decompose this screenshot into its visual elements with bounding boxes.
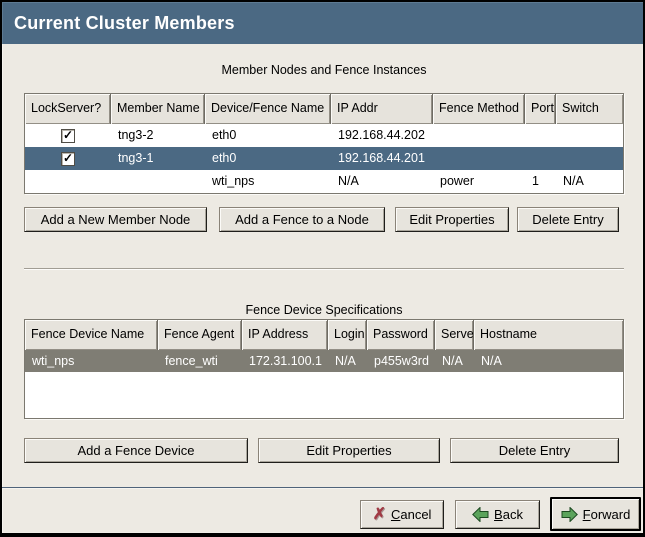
fence-method-cell	[433, 147, 525, 170]
forward-button[interactable]: Forward	[550, 497, 641, 531]
fence-agent-cell: fence_wti	[165, 354, 218, 368]
port-cell: 1	[532, 174, 539, 188]
add-fence-to-node-button[interactable]: Add a Fence to a Node	[219, 207, 385, 232]
port-cell	[525, 124, 556, 147]
ip-addr-cell: N/A	[338, 174, 359, 188]
members-button-row: Add a New Member Node Add a Fence to a N…	[24, 207, 619, 232]
fence-device-name-cell: wti_nps	[32, 354, 75, 368]
login-cell: N/A	[335, 354, 356, 368]
members-table-caption: Member Nodes and Fence Instances	[221, 63, 427, 77]
page-title: Current Cluster Members	[14, 12, 235, 33]
hostname-cell: N/A	[481, 354, 502, 368]
add-member-node-button[interactable]: Add a New Member Node	[24, 207, 207, 232]
check-icon: ✓	[62, 151, 74, 165]
fence-devices-table: Fence Device Name Fence Agent IP Address…	[24, 319, 624, 419]
column-header-server[interactable]: Server	[435, 320, 474, 350]
column-header-port[interactable]: Port	[525, 94, 556, 124]
forward-button-label: Forward	[582, 506, 631, 522]
back-button-label: Back	[494, 507, 523, 522]
devices-button-row: Add a Fence Device Edit Properties Delet…	[24, 438, 619, 463]
fence-device-row-wti-nps[interactable]: wti_nps fence_wti 172.31.100.1 N/A p455w…	[25, 350, 623, 372]
edit-properties-button[interactable]: Edit Properties	[395, 207, 509, 232]
member-name-cell	[111, 170, 205, 193]
cancel-button-label: Cancel	[390, 507, 432, 522]
fence-method-cell: power	[440, 174, 475, 188]
lockserver-checkbox[interactable]: ✓	[61, 128, 75, 143]
server-cell: N/A	[442, 354, 463, 368]
devices-table-header: Fence Device Name Fence Agent IP Address…	[25, 320, 623, 350]
member-name-cell: tng3-1	[118, 151, 154, 165]
members-table-header: LockServer? Member Name Device/Fence Nam…	[25, 94, 623, 124]
column-header-switch[interactable]: Switch	[556, 94, 623, 124]
ip-addr-cell: 192.168.44.201	[338, 151, 425, 165]
device-fence-name-cell: eth0	[212, 128, 237, 142]
column-header-device-fence-name[interactable]: Device/Fence Name	[205, 94, 331, 124]
switch-cell	[556, 124, 623, 147]
lockserver-cell: ✓	[25, 124, 111, 147]
add-fence-device-button[interactable]: Add a Fence Device	[24, 438, 248, 463]
member-name-cell: tng3-2	[118, 128, 154, 142]
column-header-password[interactable]: Password	[367, 320, 435, 350]
devices-table-caption: Fence Device Specifications	[245, 303, 403, 317]
column-header-hostname[interactable]: Hostname	[474, 320, 623, 350]
lockserver-cell: ✓	[25, 147, 111, 170]
arrow-left-icon	[472, 507, 489, 522]
member-row-tng3-2[interactable]: ✓ tng3-2 eth0 192.168.44.202	[25, 124, 623, 147]
password-cell: p455w3rd	[374, 354, 429, 368]
column-header-ip-address[interactable]: IP Address	[242, 320, 328, 350]
switch-cell: N/A	[563, 174, 584, 188]
page-header: Current Cluster Members	[2, 2, 643, 44]
delete-entry-button[interactable]: Delete Entry	[517, 207, 619, 232]
device-fence-name-cell: eth0	[212, 151, 237, 165]
lockserver-cell	[25, 170, 111, 193]
cancel-x-icon: ✗	[372, 505, 386, 523]
ip-addr-cell: 192.168.44.202	[338, 128, 425, 142]
fence-instance-row-wti-nps[interactable]: wti_nps N/A power 1 N/A	[25, 170, 623, 193]
column-header-member-name[interactable]: Member Name	[111, 94, 205, 124]
device-fence-name-cell: wti_nps	[212, 174, 255, 188]
column-header-login[interactable]: Login	[328, 320, 367, 350]
column-header-fence-method[interactable]: Fence Method	[433, 94, 525, 124]
column-header-fence-agent[interactable]: Fence Agent	[158, 320, 242, 350]
fence-method-cell	[433, 124, 525, 147]
footer-separator	[2, 487, 643, 489]
members-table: LockServer? Member Name Device/Fence Nam…	[24, 93, 624, 194]
delete-entry-button[interactable]: Delete Entry	[450, 438, 619, 463]
switch-cell	[556, 147, 623, 170]
member-row-tng3-1[interactable]: ✓ tng3-1 eth0 192.168.44.201	[25, 147, 623, 170]
arrow-right-icon	[561, 506, 578, 522]
check-icon: ✓	[62, 128, 74, 142]
devices-table-empty-area	[25, 372, 623, 418]
edit-properties-button[interactable]: Edit Properties	[258, 438, 440, 463]
cancel-button[interactable]: ✗ Cancel	[360, 500, 444, 529]
section-separator	[24, 268, 624, 270]
port-cell	[525, 147, 556, 170]
back-button[interactable]: Back	[455, 500, 540, 529]
lockserver-checkbox[interactable]: ✓	[61, 151, 75, 166]
column-header-lockserver[interactable]: LockServer?	[25, 94, 111, 124]
column-header-fence-device-name[interactable]: Fence Device Name	[25, 320, 158, 350]
ip-address-cell: 172.31.100.1	[249, 354, 322, 368]
column-header-ip-addr[interactable]: IP Addr	[331, 94, 433, 124]
